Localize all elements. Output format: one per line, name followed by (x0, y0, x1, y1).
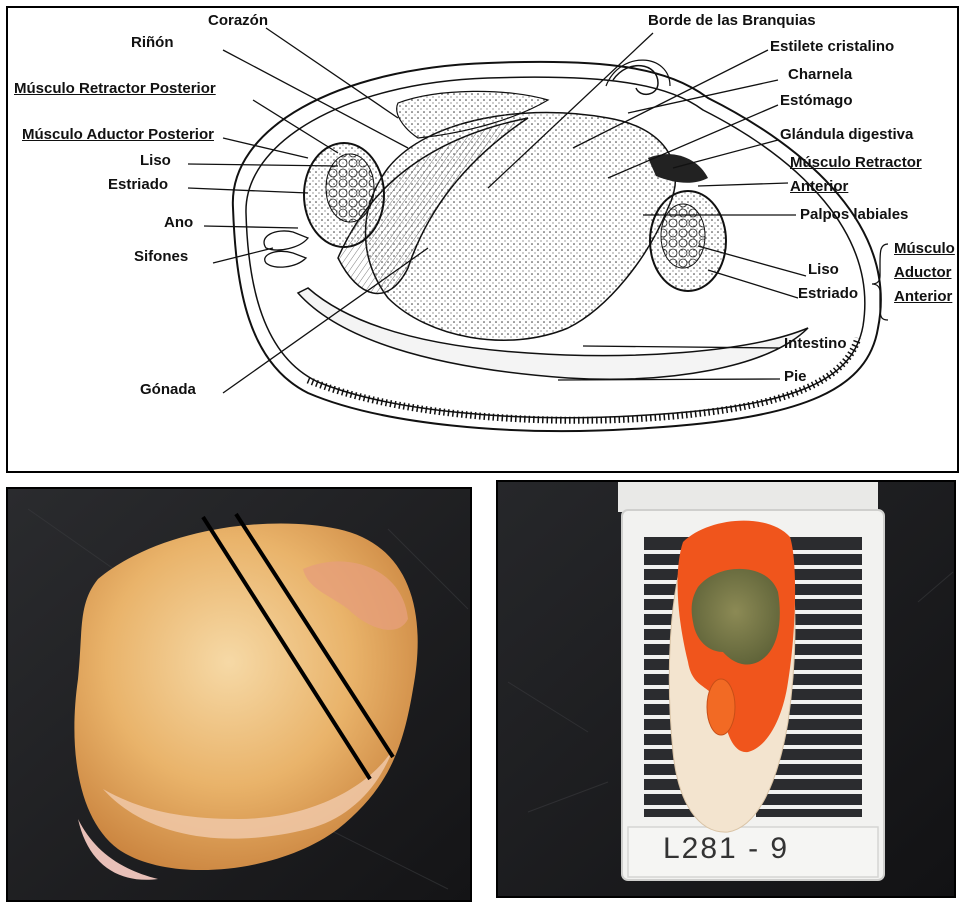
label-borde-branquias: Borde de las Branquias (648, 12, 816, 29)
posterior-adductor-smooth (326, 154, 374, 222)
label-gonada: Gónada (140, 381, 196, 398)
label-liso-posterior: Liso (140, 152, 171, 169)
anterior-adductor-smooth (661, 204, 705, 268)
label-estriado-anterior: Estriado (798, 285, 858, 302)
clam-anatomy-diagram: Corazón Riñón Músculo Retractor Posterio… (6, 6, 959, 473)
label-charnela: Charnela (788, 66, 852, 83)
label-sifones: Sifones (134, 248, 188, 265)
photo-tissue-cassette: L281 - 9 (496, 480, 956, 898)
label-musculo-aductor-anterior-3: Anterior (894, 288, 952, 305)
label-liso-anterior: Liso (808, 261, 839, 278)
label-estilete-cristalino: Estilete cristalino (770, 38, 894, 55)
cassette-label: L281 - 9 (663, 832, 789, 866)
label-palpos-labiales: Palpos labiales (800, 206, 908, 223)
label-rinon: Riñón (131, 34, 174, 51)
label-estomago: Estómago (780, 92, 853, 109)
label-musculo-aductor-anterior-2: Aductor (894, 264, 952, 281)
whole-clam-image (8, 489, 472, 902)
label-musculo-aductor-posterior: Músculo Aductor Posterior (22, 126, 214, 143)
label-musculo-retractor-posterior: Músculo Retractor Posterior (14, 80, 216, 97)
label-glandula-digestiva: Glándula digestiva (780, 126, 913, 143)
label-ano: Ano (164, 214, 193, 231)
label-intestino: Intestino (784, 335, 847, 352)
label-musculo-retractor-anterior-1: Músculo Retractor (790, 154, 922, 171)
label-estriado-posterior: Estriado (108, 176, 168, 193)
label-musculo-aductor-anterior-1: Músculo (894, 240, 955, 257)
label-musculo-retractor-anterior-2: Anterior (790, 178, 848, 195)
photo-whole-clam (6, 487, 472, 902)
label-pie: Pie (784, 368, 807, 385)
label-corazon: Corazón (208, 12, 268, 29)
